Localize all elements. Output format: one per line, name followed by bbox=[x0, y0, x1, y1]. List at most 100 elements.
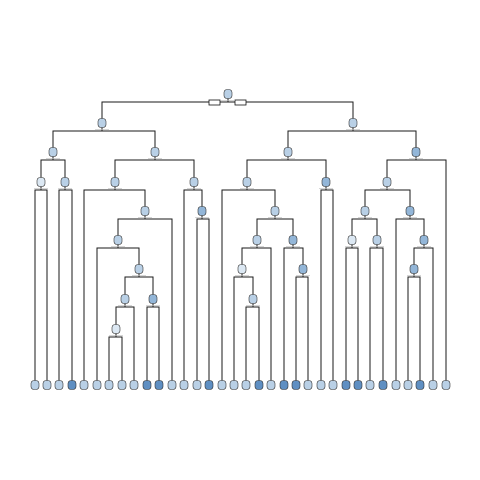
tree-node bbox=[382, 177, 392, 187]
leaf-node bbox=[92, 380, 102, 390]
tree-edge bbox=[409, 215, 425, 236]
leaf-node bbox=[266, 380, 276, 390]
leaf-node bbox=[316, 380, 326, 390]
leaf-node bbox=[229, 380, 239, 390]
tree-edge bbox=[101, 127, 156, 148]
tree-edge bbox=[40, 186, 48, 381]
tree-edge bbox=[114, 186, 146, 207]
leaf-node bbox=[104, 380, 114, 390]
root-split-boxes bbox=[208, 99, 247, 106]
tree-node bbox=[348, 118, 358, 128]
tree-node bbox=[197, 206, 207, 216]
leaf-node bbox=[117, 380, 127, 390]
tree-edge bbox=[83, 186, 116, 381]
tree-edge bbox=[146, 303, 154, 381]
leaf-node bbox=[54, 380, 64, 390]
tree-edge bbox=[302, 273, 309, 381]
tree-node bbox=[347, 235, 357, 245]
tree-node bbox=[405, 206, 415, 216]
tree-edge bbox=[114, 156, 156, 178]
tree-edge bbox=[96, 244, 119, 381]
tree-node bbox=[419, 235, 429, 245]
tree-edge bbox=[345, 244, 353, 381]
leaf-node bbox=[217, 380, 227, 390]
tree-edge bbox=[274, 215, 294, 236]
tree-node bbox=[252, 235, 262, 245]
tree-edge bbox=[252, 303, 260, 381]
leaf-node bbox=[79, 380, 89, 390]
leaf-node bbox=[254, 380, 264, 390]
tree-edge bbox=[246, 186, 276, 207]
leaf-node bbox=[241, 380, 251, 390]
tree-edge bbox=[227, 98, 354, 119]
tree-node bbox=[270, 206, 280, 216]
tree-edge bbox=[407, 273, 415, 381]
tree-edge bbox=[352, 127, 417, 148]
tree-edge bbox=[201, 215, 210, 381]
tree-edge bbox=[423, 244, 434, 381]
tree-edge bbox=[413, 273, 421, 381]
tree-node bbox=[288, 235, 298, 245]
tree-edge bbox=[34, 186, 42, 381]
tree-node bbox=[134, 264, 144, 274]
tree-edge bbox=[413, 244, 425, 265]
tree-edge bbox=[124, 273, 140, 295]
tree-node bbox=[48, 147, 58, 157]
tree-node bbox=[60, 177, 70, 187]
tree-edge bbox=[292, 244, 304, 265]
leaf-node bbox=[67, 380, 77, 390]
tree-node bbox=[148, 294, 158, 304]
tree-edge bbox=[386, 186, 411, 207]
leaf-node bbox=[303, 380, 313, 390]
leaf-node bbox=[353, 380, 363, 390]
tree-node bbox=[140, 206, 150, 216]
tree-node bbox=[237, 264, 247, 274]
tree-node bbox=[360, 206, 370, 216]
leaf-node bbox=[365, 380, 375, 390]
tree-edge bbox=[117, 244, 140, 265]
leaf-node bbox=[179, 380, 189, 390]
tree-edge bbox=[115, 303, 126, 325]
tree-edge bbox=[283, 244, 294, 381]
tree-node bbox=[242, 177, 252, 187]
tree-edge bbox=[117, 215, 146, 236]
tree-node bbox=[298, 264, 308, 274]
tree-edge bbox=[364, 186, 388, 207]
tree-edge bbox=[351, 215, 366, 236]
leaf-node bbox=[204, 380, 214, 390]
tree-edge bbox=[369, 244, 378, 381]
leaf-node bbox=[291, 380, 301, 390]
leaf-node bbox=[415, 380, 425, 390]
tree-edge bbox=[52, 127, 103, 148]
tree-edge bbox=[320, 186, 327, 381]
tree-node bbox=[283, 147, 293, 157]
tree-node bbox=[411, 147, 421, 157]
tree-edges bbox=[34, 98, 447, 381]
tree-node bbox=[97, 118, 107, 128]
tree-edge bbox=[144, 215, 173, 381]
tree-node bbox=[36, 177, 46, 187]
tree-node bbox=[189, 177, 199, 187]
tree-edge bbox=[386, 156, 417, 178]
tree-edge bbox=[415, 156, 447, 381]
tree-edge bbox=[256, 215, 276, 236]
leaf-node bbox=[167, 380, 177, 390]
tree-edge bbox=[351, 244, 359, 381]
tree-edge bbox=[115, 333, 123, 381]
tree-node bbox=[111, 324, 121, 334]
tree-edge bbox=[364, 215, 378, 236]
tree-node bbox=[113, 235, 123, 245]
leaf-node bbox=[279, 380, 289, 390]
leaf-node bbox=[142, 380, 152, 390]
tree-edge bbox=[256, 244, 272, 381]
leaf-node bbox=[441, 380, 451, 390]
tree-edge bbox=[124, 303, 135, 381]
tree-edge bbox=[287, 156, 327, 178]
tree-node bbox=[120, 294, 130, 304]
root-split-right-box bbox=[234, 99, 247, 106]
leaf-node bbox=[129, 380, 139, 390]
tree-edge bbox=[138, 273, 154, 295]
tree-node bbox=[110, 177, 120, 187]
leaf-node bbox=[154, 380, 164, 390]
